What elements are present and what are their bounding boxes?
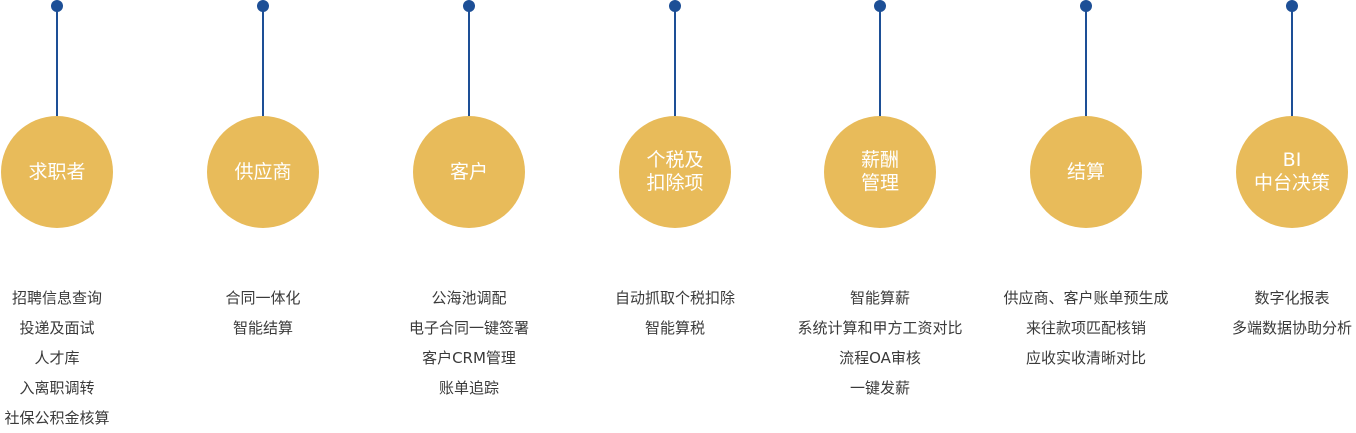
feature-item: 自动抓取个税扣除 <box>614 289 735 307</box>
feature-item: 社保公积金核算 <box>4 409 110 427</box>
connector-line <box>1085 6 1087 117</box>
feature-list: 供应商、客户账单预生成 来往款项匹配核销 应收实收清晰对比 <box>966 283 1206 373</box>
feature-item: 公海池调配 <box>431 289 507 307</box>
stage-node: BI 中台决策 <box>1236 116 1348 228</box>
feature-item: 智能算税 <box>644 319 705 337</box>
feature-list: 自动抓取个税扣除 智能算税 <box>555 283 795 343</box>
feature-item: 系统计算和甲方工资对比 <box>797 319 963 337</box>
stage-title: BI 中台决策 <box>1253 149 1330 194</box>
connector-line <box>56 6 58 117</box>
feature-list: 招聘信息查询 投递及面试 人才库 入离职调转 社保公积金核算 <box>0 283 177 433</box>
stage-column-payroll: 薪酬 管理 智能算薪 系统计算和甲方工资对比 流程OA审核 一键发薪 <box>780 0 980 425</box>
connector-line <box>1291 6 1293 117</box>
feature-item: 多端数据协助分析 <box>1231 319 1352 337</box>
stage-node: 供应商 <box>207 116 319 228</box>
feature-list: 合同一体化 智能结算 <box>143 283 383 343</box>
feature-item: 一键发薪 <box>849 379 910 397</box>
feature-item: 智能算薪 <box>849 289 910 307</box>
feature-item: 入离职调转 <box>19 379 95 397</box>
stage-title: 求职者 <box>28 160 86 183</box>
stage-column-customer: 客户 公海池调配 电子合同一键签署 客户CRM管理 账单追踪 <box>369 0 569 425</box>
stage-title: 薪酬 管理 <box>860 149 899 194</box>
feature-item: 合同一体化 <box>225 289 301 307</box>
feature-item: 账单追踪 <box>438 379 499 397</box>
stage-column-settlement: 结算 供应商、客户账单预生成 来往款项匹配核销 应收实收清晰对比 <box>986 0 1186 425</box>
connector-line <box>468 6 470 117</box>
connector-line <box>879 6 881 117</box>
connector-line <box>674 6 676 117</box>
stage-column-supplier: 供应商 合同一体化 智能结算 <box>163 0 363 425</box>
stage-title: 供应商 <box>234 160 292 183</box>
stage-title: 结算 <box>1066 160 1105 183</box>
feature-item: 数字化报表 <box>1254 289 1330 307</box>
stage-column-tax: 个税及 扣除项 自动抓取个税扣除 智能算税 <box>575 0 775 425</box>
stage-column-bi: BI 中台决策 数字化报表 多端数据协助分析 <box>1192 0 1356 425</box>
feature-item: 投递及面试 <box>19 319 95 337</box>
stage-column-jobseeker: 求职者 招聘信息查询 投递及面试 人才库 入离职调转 社保公积金核算 <box>0 0 157 427</box>
stage-node: 结算 <box>1030 116 1142 228</box>
feature-item: 人才库 <box>34 349 80 367</box>
stage-node: 薪酬 管理 <box>824 116 936 228</box>
feature-item: 来往款项匹配核销 <box>1025 319 1146 337</box>
feature-item: 应收实收清晰对比 <box>1025 349 1146 367</box>
stage-title: 客户 <box>449 160 488 183</box>
feature-item: 流程OA审核 <box>839 349 921 367</box>
connector-line <box>262 6 264 117</box>
feature-item: 供应商、客户账单预生成 <box>1003 289 1169 307</box>
feature-list: 公海池调配 电子合同一键签署 客户CRM管理 账单追踪 <box>349 283 589 403</box>
feature-item: 智能结算 <box>232 319 293 337</box>
feature-item: 招聘信息查询 <box>11 289 102 307</box>
feature-list: 智能算薪 系统计算和甲方工资对比 流程OA审核 一键发薪 <box>760 283 1000 403</box>
stage-node: 个税及 扣除项 <box>619 116 731 228</box>
stage-title: 个税及 扣除项 <box>646 149 704 194</box>
stage-node: 求职者 <box>1 116 113 228</box>
feature-list: 数字化报表 多端数据协助分析 <box>1172 283 1356 343</box>
stage-node: 客户 <box>413 116 525 228</box>
feature-item: 客户CRM管理 <box>422 349 516 367</box>
feature-item: 电子合同一键签署 <box>408 319 529 337</box>
